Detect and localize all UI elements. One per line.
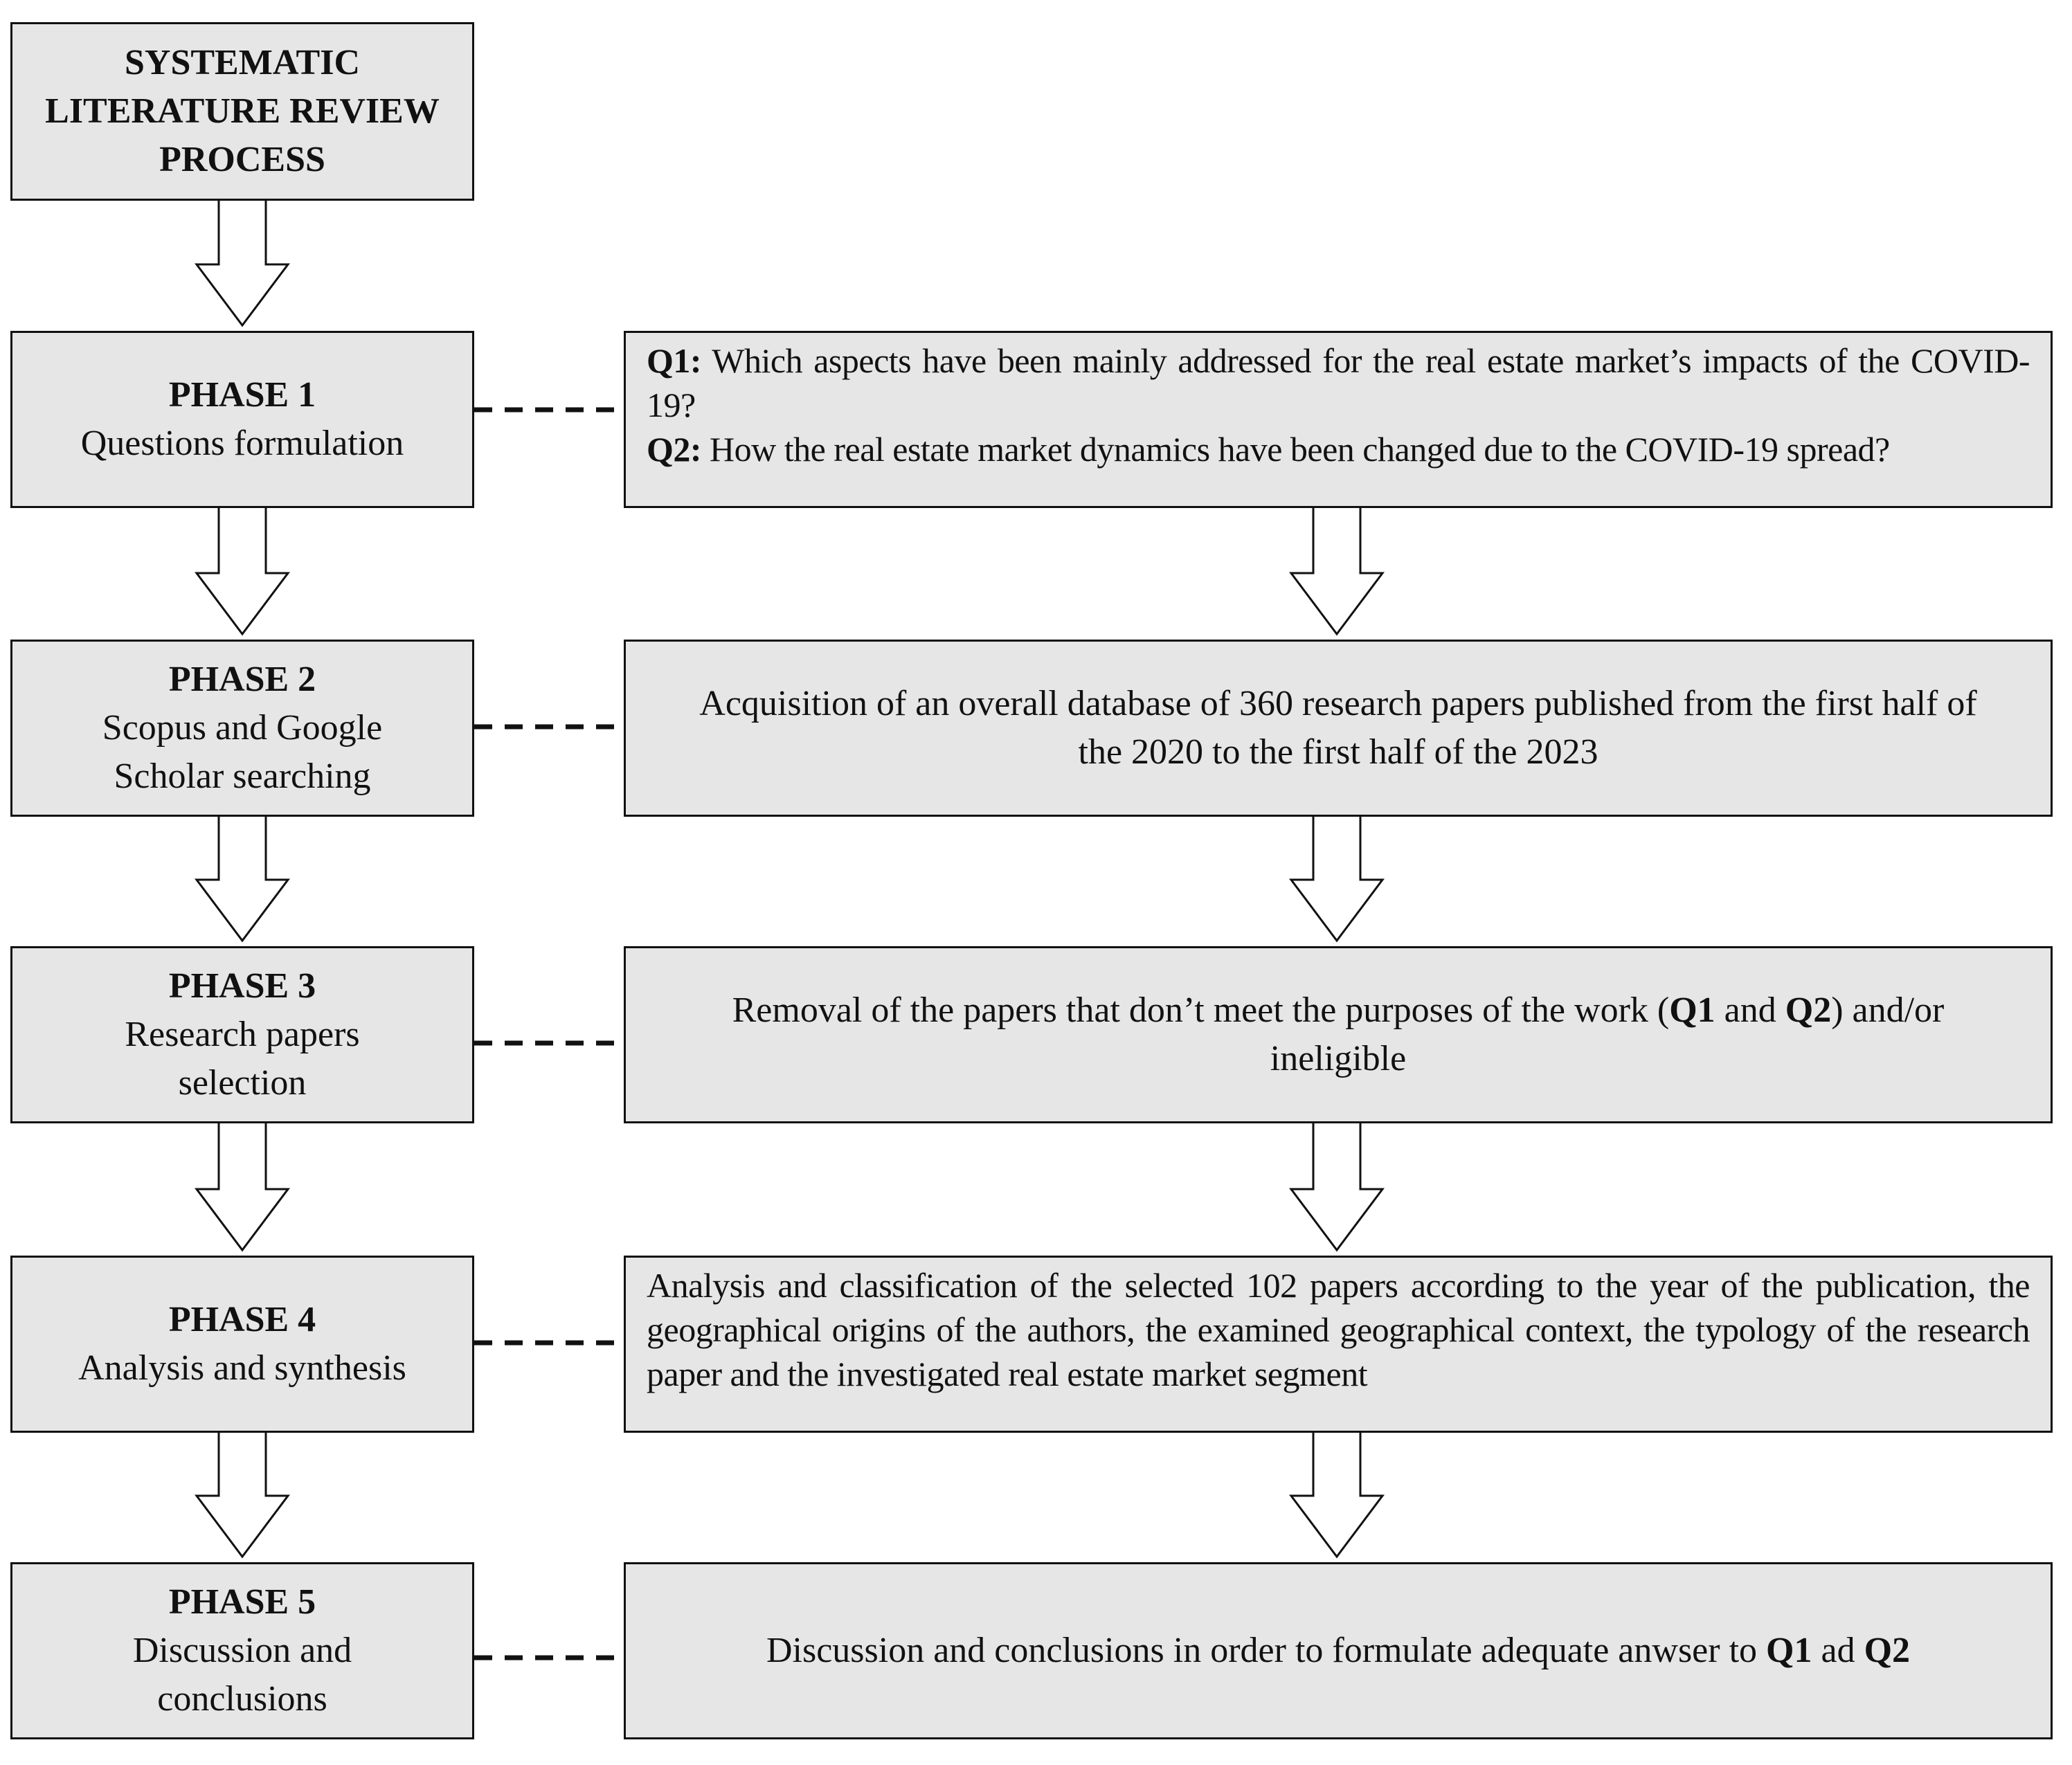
phase-2-detail: Acquisition of an overall database of 36… [699,684,1977,772]
text-segment: ad [1812,1631,1864,1670]
phase-5-box: PHASE 5 Discussion and conclusions [10,1562,474,1739]
down-arrow-icon [1289,1433,1385,1559]
phase-subtitle: Questions formulation [80,424,404,463]
q2-ref: Q2 [1785,990,1832,1030]
phase-subtitle: selection [178,1063,307,1103]
phase-label: PHASE 5 [168,1582,316,1622]
down-arrow-icon [195,1433,290,1559]
phase-subtitle: Discussion and [132,1631,352,1670]
phase-subtitle: conclusions [157,1679,327,1719]
phase-subtitle: Analysis and synthesis [78,1348,406,1388]
phase-2-detail-box: Acquisition of an overall database of 36… [624,640,2053,817]
down-arrow-icon [1289,817,1385,943]
q2-label: Q2: [647,430,702,469]
phase-5-detail-box: Discussion and conclusions in order to f… [624,1562,2053,1739]
down-arrow-icon [1289,1123,1385,1252]
phase-4-box: PHASE 4 Analysis and synthesis [10,1256,474,1433]
q2-question: How the real estate market dynamics have… [701,430,1890,469]
phase-subtitle: Scholar searching [114,757,371,796]
phase-label: PHASE 2 [168,660,316,699]
research-questions-box: Q1: Which aspects have been mainly addre… [624,331,2053,508]
q1-ref: Q1 [1669,990,1715,1030]
phase-subtitle: Scopus and Google [102,708,383,748]
title-line: PROCESS [159,140,325,179]
q2-ref: Q2 [1864,1631,1911,1670]
phase-label: PHASE 4 [168,1300,316,1339]
phase-4-detail-box: Analysis and classification of the selec… [624,1256,2053,1433]
down-arrow-icon [195,1123,290,1252]
down-arrow-icon [195,817,290,943]
down-arrow-icon [1289,508,1385,636]
phase-4-detail: Analysis and classification of the selec… [647,1266,2030,1393]
down-arrow-icon [195,508,290,636]
phase-2-box: PHASE 2 Scopus and Google Scholar search… [10,640,474,817]
phase-label: PHASE 3 [168,966,316,1006]
q1-text: Q1: Which aspects have been mainly addre… [647,338,2030,427]
text-segment: Discussion and conclusions in order to f… [766,1631,1767,1670]
down-arrow-icon [195,201,290,327]
phase-3-box: PHASE 3 Research papers selection [10,946,474,1123]
title-line: SYSTEMATIC [124,43,360,82]
phase-3-detail-box: Removal of the papers that don’t meet th… [624,946,2053,1123]
phase-3-detail: Removal of the papers that don’t meet th… [674,986,2002,1083]
text-segment: and [1715,990,1785,1030]
text-segment: ) and/or ineligible [1270,990,1945,1078]
q1-label: Q1: [647,341,702,380]
title-box: SYSTEMATIC LITERATURE REVIEW PROCESS [10,22,474,201]
q2-text: Q2: How the real estate market dynamics … [647,427,2030,471]
title-line: LITERATURE REVIEW [45,91,440,131]
phase-1-box: PHASE 1 Questions formulation [10,331,474,508]
text-segment: Removal of the papers that don’t meet th… [732,990,1670,1030]
q1-ref: Q1 [1766,1631,1812,1670]
phase-5-detail: Discussion and conclusions in order to f… [766,1627,1910,1675]
phase-subtitle: Research papers [125,1015,360,1054]
phase-label: PHASE 1 [168,375,316,415]
q1-question: Which aspects have been mainly addressed… [647,341,2030,424]
